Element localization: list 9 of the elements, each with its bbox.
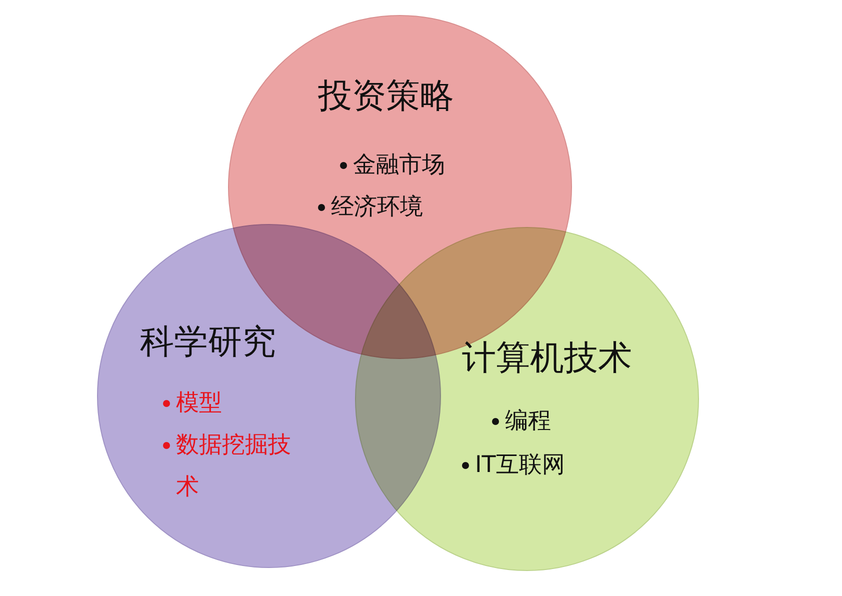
circle-heading: 投资策略 xyxy=(318,76,454,117)
bullet-item: 数据挖掘技术 xyxy=(176,431,292,502)
bullet-item: 编程 xyxy=(505,407,552,436)
bullet-item: 金融市场 xyxy=(353,151,446,180)
circle-heading: 计算机技术 xyxy=(462,338,632,379)
bullet-item: 模型 xyxy=(176,389,223,418)
bullet-item: IT互联网 xyxy=(475,451,566,480)
circle-heading: 科学研究 xyxy=(140,322,276,363)
bullet-item: 经济环境 xyxy=(331,193,424,222)
